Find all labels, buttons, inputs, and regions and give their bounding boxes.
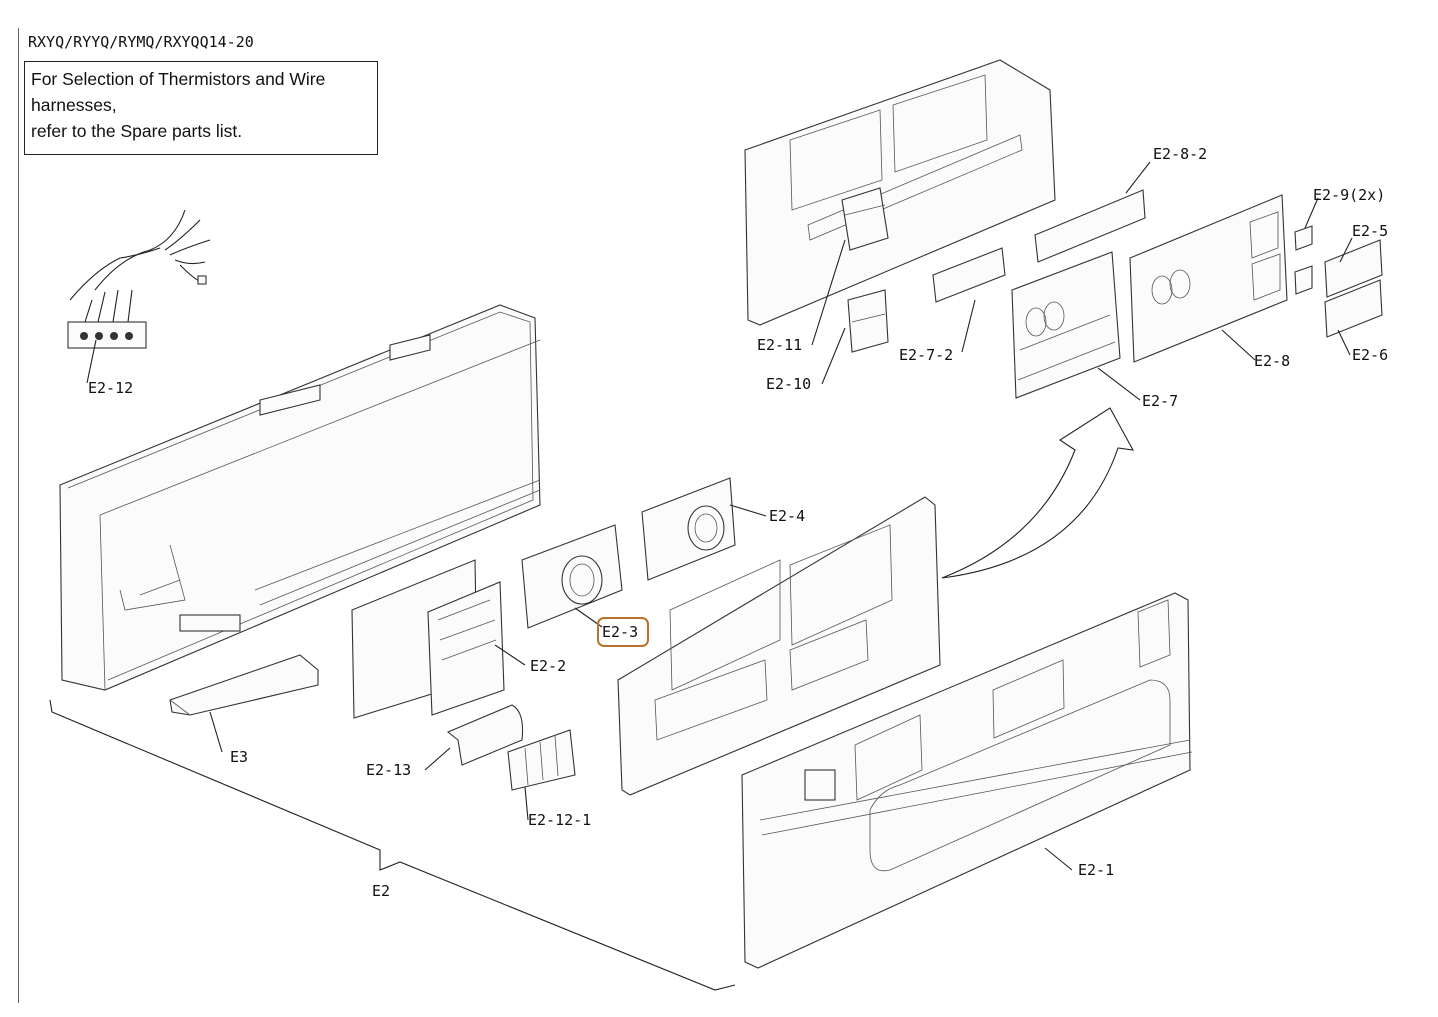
- plate-e3[interactable]: [169, 654, 319, 716]
- model-title: RXYQ/RYYQ/RYMQ/RXYQQ14-20: [28, 33, 254, 51]
- front-cover-e2-1[interactable]: [741, 592, 1193, 969]
- label-e2-4: E2-4: [769, 507, 805, 525]
- label-e2-9: E2-9(2x): [1313, 186, 1385, 204]
- pcb-e2-4[interactable]: [641, 477, 736, 581]
- component-e2-10[interactable]: [847, 289, 889, 353]
- label-e2-1: E2-1: [1078, 861, 1114, 879]
- pcb-e2-6[interactable]: [1324, 279, 1383, 338]
- label-e2-6: E2-6: [1352, 346, 1388, 364]
- pcb-assembly-e2-8[interactable]: [1129, 194, 1288, 363]
- label-e2-10: E2-10: [766, 375, 811, 393]
- pcb-assembly-e2-7[interactable]: [1011, 251, 1121, 399]
- sheet-e2-8-2[interactable]: [1034, 189, 1146, 263]
- left-margin-rule: [18, 28, 19, 1003]
- note-line-1: For Selection of Thermistors and Wire: [31, 69, 326, 89]
- pcb-e2-2[interactable]: [351, 559, 505, 719]
- upper-back-plate[interactable]: [744, 59, 1056, 326]
- cover-e2-13[interactable]: [446, 704, 524, 766]
- mounting-plate-middle[interactable]: [617, 496, 941, 796]
- label-e2-2: E2-2: [530, 657, 566, 675]
- terminal-e2-12-1[interactable]: [507, 729, 576, 791]
- pcb-e2-3[interactable]: [521, 524, 623, 629]
- label-e2-8: E2-8: [1254, 352, 1290, 370]
- label-e2-7: E2-7: [1142, 392, 1178, 410]
- sheet-e2-7-2[interactable]: [932, 247, 1006, 303]
- wire-harness-e2-12[interactable]: [67, 209, 211, 349]
- label-e2-3[interactable]: E2-3: [602, 623, 638, 641]
- arrow-to-upper-assembly: [941, 407, 1135, 579]
- note-line-2: harnesses,: [31, 95, 117, 115]
- label-e2-13: E2-13: [366, 761, 411, 779]
- label-e2-8-2: E2-8-2: [1153, 145, 1207, 163]
- transformer-e2-11[interactable]: [841, 187, 889, 251]
- pcb-e2-5[interactable]: [1324, 239, 1383, 298]
- part-e2-9[interactable]: [1294, 225, 1313, 295]
- label-e2-11: E2-11: [757, 336, 802, 354]
- label-e3: E3: [230, 748, 248, 766]
- label-e2: E2: [372, 882, 390, 900]
- highlight-e2-3: [597, 617, 649, 647]
- label-e2-5: E2-5: [1352, 222, 1388, 240]
- switch-box-housing[interactable]: [59, 304, 541, 691]
- note-line-3: refer to the Spare parts list.: [31, 121, 243, 141]
- note-box: For Selection of Thermistors and Wire ha…: [24, 61, 378, 155]
- leader-lines: [86, 161, 1353, 871]
- label-e2-12-1: E2-12-1: [528, 811, 591, 829]
- e2-assembly-bracket: [49, 699, 736, 991]
- label-e2-12: E2-12: [88, 379, 133, 397]
- label-e2-7-2: E2-7-2: [899, 346, 953, 364]
